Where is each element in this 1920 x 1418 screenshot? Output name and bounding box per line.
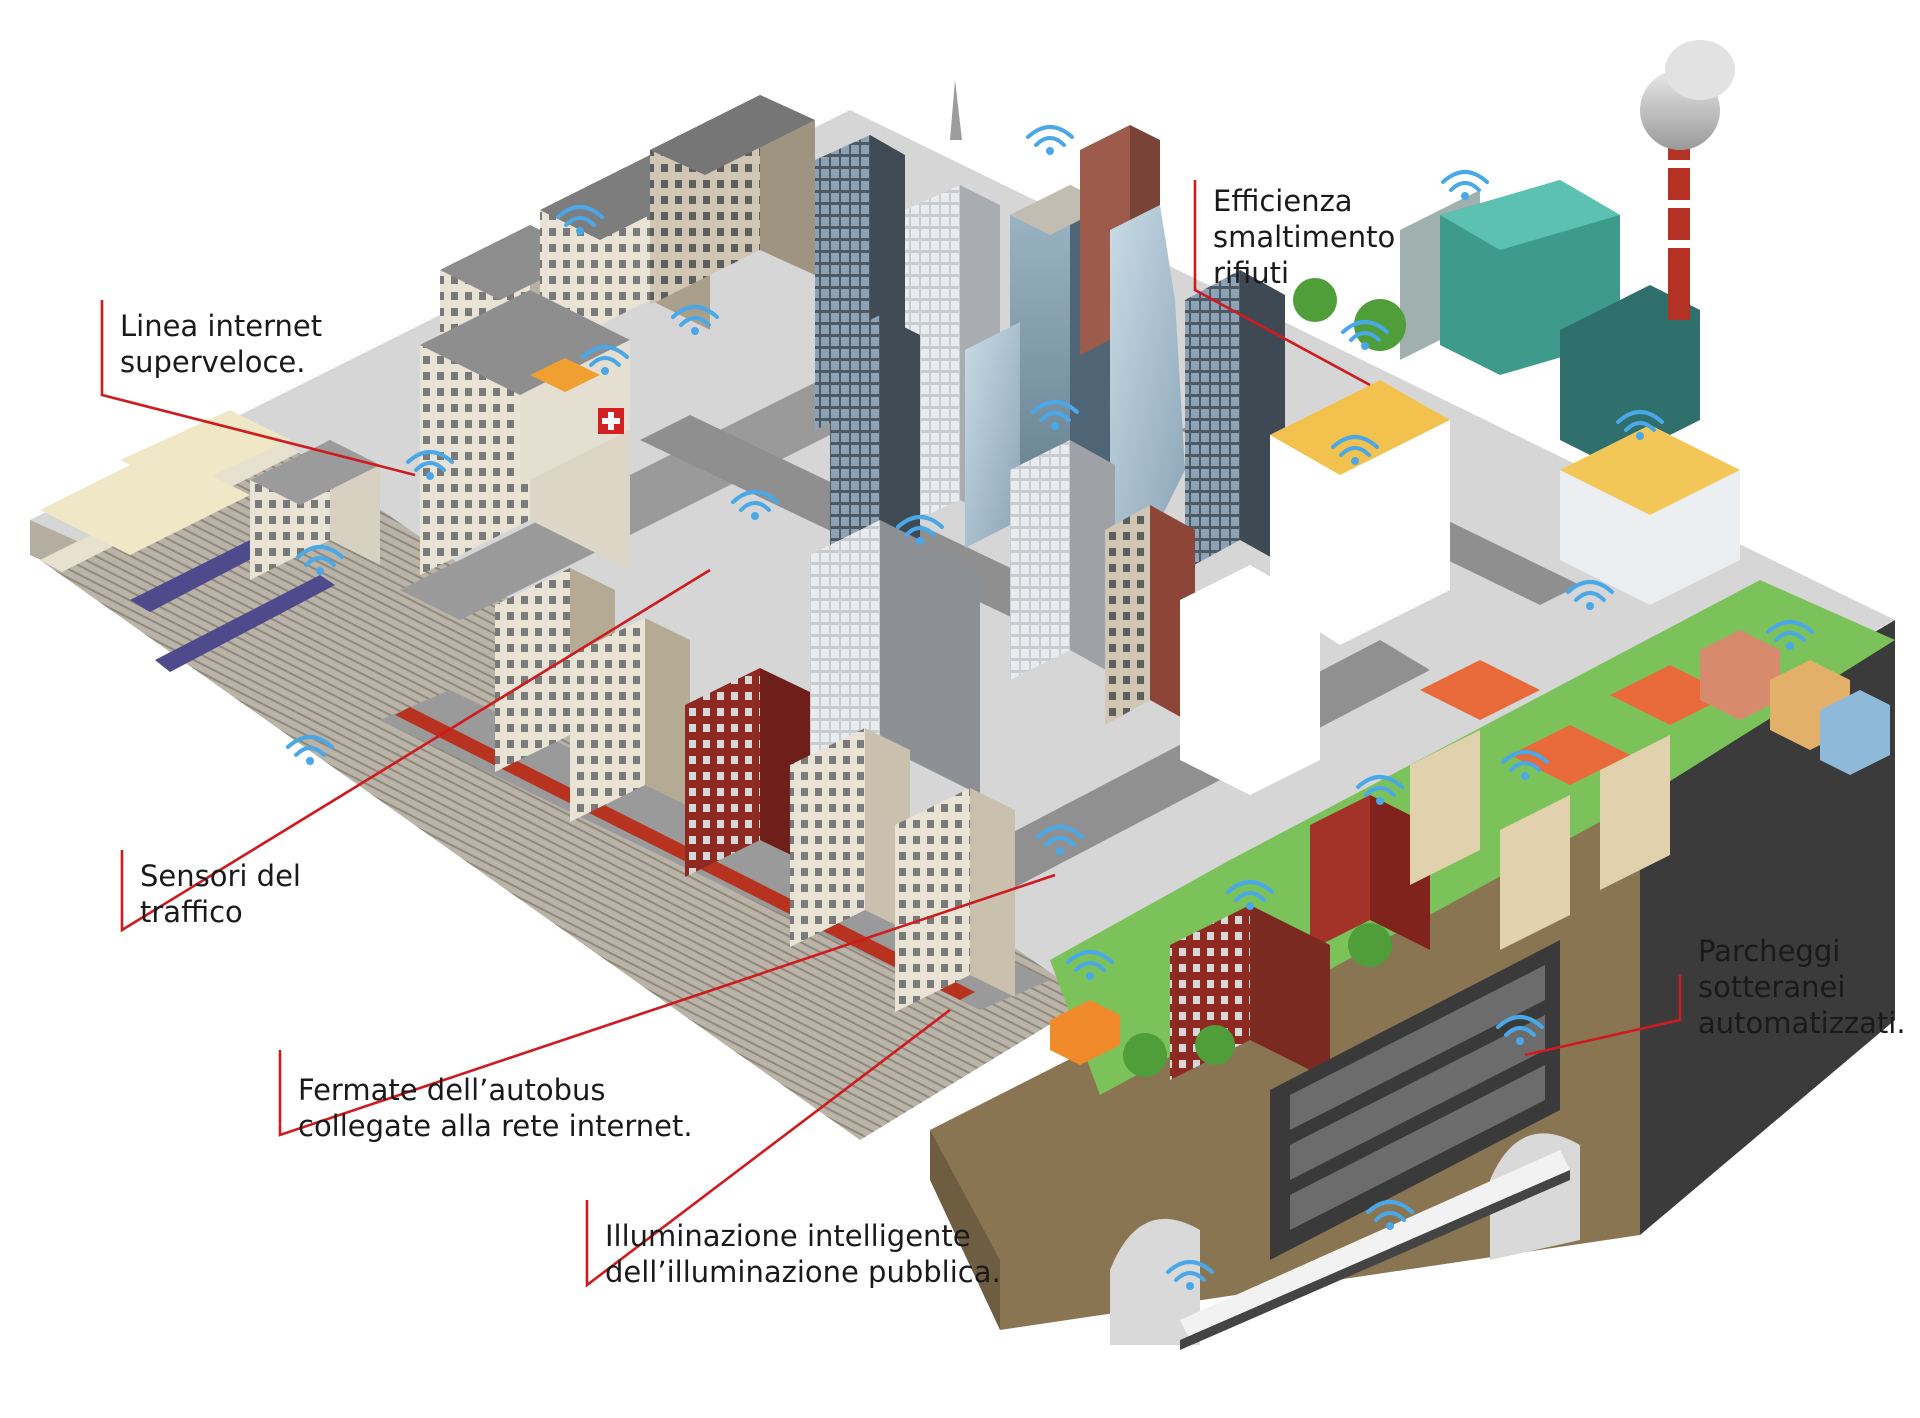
kiosk — [1050, 1000, 1120, 1065]
park-and-houses — [1050, 278, 1895, 1095]
wifi-icon — [1356, 775, 1404, 805]
wifi-icon — [1036, 825, 1084, 855]
leader-lighting — [585, 1008, 951, 1288]
wifi-icon — [1331, 435, 1379, 465]
underground-parking — [1270, 940, 1560, 1260]
wifi-icon — [1066, 950, 1114, 980]
callout-parking: Parcheggi sotteranei automatizzati. — [1698, 934, 1906, 1040]
underground-side — [1640, 620, 1895, 1235]
wifi-icon — [731, 490, 779, 520]
wifi-icon — [296, 545, 344, 575]
helipad — [530, 358, 600, 392]
wifi-icon — [1031, 400, 1079, 430]
spire — [950, 80, 962, 140]
leader-internet — [100, 300, 416, 477]
metro-tunnel — [1110, 1133, 1580, 1350]
brick-apartment — [685, 668, 760, 877]
wifi-icon — [896, 515, 944, 545]
striped-awning — [1420, 660, 1540, 720]
spiral-building — [1180, 565, 1320, 795]
wifi-icon — [1366, 1200, 1414, 1230]
callout-lighting: Illuminazione intelligente dell’illumina… — [605, 1219, 1001, 1289]
apartment-blocks — [495, 568, 1015, 1012]
leader-parking — [1524, 975, 1682, 1057]
leader-bus — [278, 873, 1056, 1137]
leader-lines — [100, 180, 1682, 1288]
callout-traffic: Sensori del traffico — [140, 859, 301, 929]
metro-train — [1180, 1150, 1570, 1340]
industrial-district — [1180, 40, 1740, 795]
wifi-icon — [286, 735, 334, 765]
chimney — [1668, 140, 1690, 320]
wifi-icon — [1501, 750, 1549, 780]
downtown-towers — [810, 80, 1285, 795]
wifi-icon — [1496, 1015, 1544, 1045]
callout-bus: Fermate dell’autobus collegate alla rete… — [298, 1073, 693, 1143]
leader-traffic — [120, 568, 711, 933]
train-lower — [155, 575, 335, 672]
curved-glass-tower — [1110, 205, 1185, 560]
red-building — [1310, 795, 1370, 950]
house — [1700, 630, 1780, 720]
callout-internet: Linea internet superveloce. — [120, 309, 323, 379]
wifi-icon — [556, 205, 604, 235]
leader-waste — [1193, 180, 1371, 387]
wifi-icon — [1441, 170, 1489, 200]
wifi-icon — [406, 450, 454, 480]
wifi-icon — [1766, 620, 1814, 650]
wifi-icons — [286, 125, 1814, 1290]
wifi-icon — [1166, 1260, 1214, 1290]
wifi-icon — [581, 345, 629, 375]
wifi-icon — [1226, 880, 1274, 910]
wifi-icon — [671, 305, 719, 335]
wifi-icon — [1566, 580, 1614, 610]
callout-waste: Efficienza smaltimento rifiuti — [1213, 184, 1396, 290]
wifi-icon — [1026, 125, 1074, 155]
wifi-icon — [1341, 320, 1389, 350]
wifi-icon — [1616, 410, 1664, 440]
